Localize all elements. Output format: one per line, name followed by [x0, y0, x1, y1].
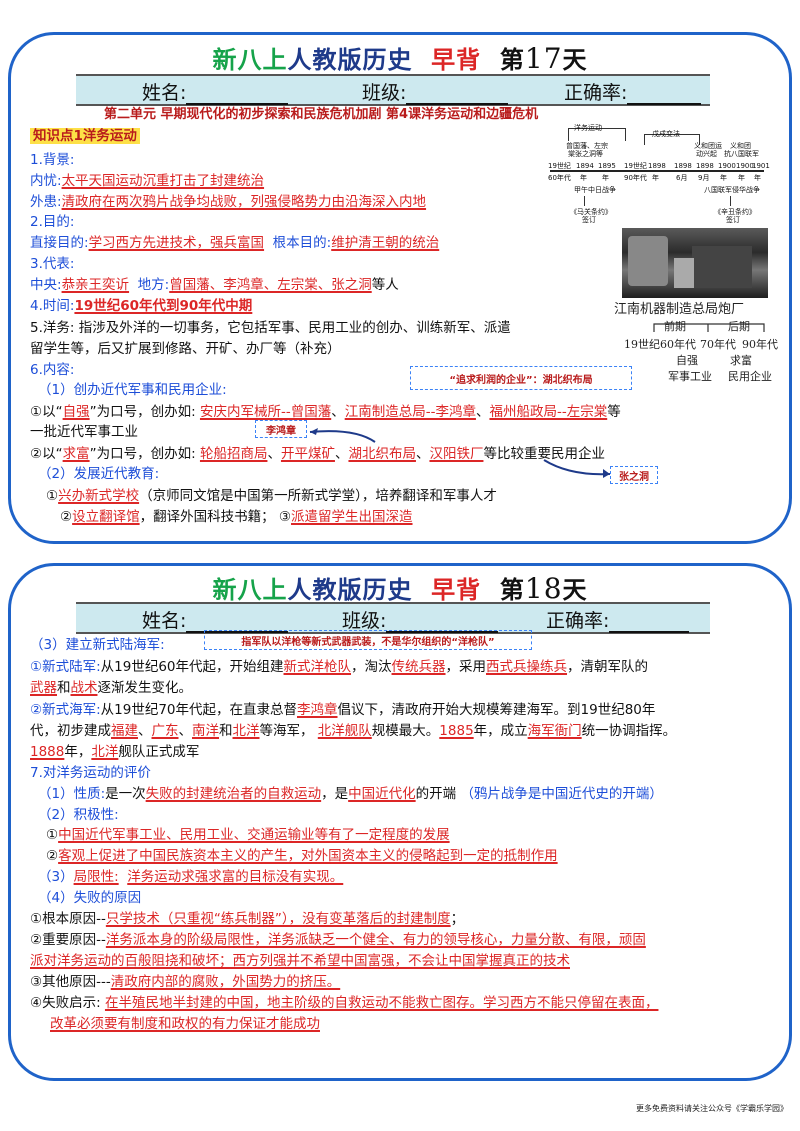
period-bracket	[653, 323, 765, 332]
self-strengthening-line: ①以“自强”为口号，创办如: 安庆内军械所--曾国藩、江南制造总局--李鸿章、福…	[30, 404, 621, 420]
failure-heading: （4）失败的原因	[38, 890, 142, 906]
arrow-zhang-zhidong	[543, 459, 611, 478]
inner-worry-line: 内忧:太平天国运动沉重打击了封建统治	[30, 173, 265, 189]
positive-line-1: ①中国近代军事工业、民用工业、交通运输业等有了一定程度的发展	[46, 827, 450, 843]
photo-caption: 江南机器制造总局炮厂	[614, 302, 745, 317]
yangwu-definition: 5.洋务: 指涉及外洋的一切事务，它包括军事、民用工业的创办、训练新军、派遣	[30, 320, 511, 336]
note-zhang-zhidong: 张之洞	[610, 466, 658, 484]
class-field[interactable]	[406, 83, 509, 105]
time-line: 4.时间:19世纪60年代到90年代中期	[30, 298, 253, 314]
content-heading: 6.内容:	[30, 362, 75, 378]
new-army-line-cont: 武器和战术逐渐发生变化。	[30, 680, 192, 696]
military-industry-line: 一批近代军事工业	[30, 424, 138, 440]
purpose-line: 直接目的:学习西方先进技术，强兵富国 根本目的:维护清王朝的统治	[30, 235, 440, 251]
other-cause-line: ③其他原因---清政府内部的腐败，外国势力的挤压。	[30, 974, 341, 990]
important-cause-line-cont: 派对洋务运动的百般阻挠和破坏；西方列强并不希望中国富强，不会让中国掌握真正的技术	[30, 953, 570, 969]
enterprises-heading: （1）创办近代军事和民用企业:	[38, 382, 227, 398]
limitation-line: （3）局限性: 洋务运动求强求富的目标没有实现。	[38, 869, 344, 885]
note-new-army: 指军队以洋枪等新式武器武装，不是华尔组织的“洋枪队”	[204, 630, 532, 650]
seeking-wealth-line: ②以“求富”为口号，创办如: 轮船招商局、开平煤矿、湖北织布局、汉阳铁厂等比较重…	[30, 446, 605, 462]
day18-card	[8, 563, 792, 1081]
new-navy-line: ②新式海军:从19世纪70年代起，在直隶总督李鸿章倡议下，清政府开始大规模筹建海…	[30, 702, 656, 718]
day18-title: 新八上人教版历史 早背 第18天	[212, 572, 588, 605]
navy-formed-line: 1888年，北洋舰队正式成军	[30, 744, 200, 760]
purpose-heading: 2.目的:	[30, 214, 75, 230]
name-field[interactable]	[186, 83, 289, 105]
name-bar-2: 姓名: 班级: 正确率:	[76, 602, 710, 634]
yangwu-definition-cont: 留学生等，后又扩展到修路、开矿、办厂等（补充）	[30, 341, 341, 357]
day17-title: 新八上人教版历史 早背 第17天	[212, 42, 588, 75]
arrow-li-hongzhang	[309, 428, 376, 443]
representatives-heading: 3.代表:	[30, 256, 75, 272]
positive-line-2: ②客观上促进了中国民族资本主义的产生，对外国资本主义的侵略起到一定的抵制作用	[46, 848, 558, 864]
army-navy-heading: （3）建立新式陆海军:	[30, 637, 165, 653]
representatives-line: 中央:恭亲王奕䜣 地方:曾国藩、李鸿章、左宗棠、张之洞等人	[30, 277, 399, 293]
new-navy-line-cont: 代，初步建成福建、广东、南洋和北洋等海军， 北洋舰队规模最大。1885年，成立海…	[30, 723, 677, 739]
arsenal-photo	[622, 228, 768, 298]
translation-line: ②设立翻译馆，翻译外国科技书籍； ③派遣留学生出国深造	[60, 509, 413, 525]
day17-card	[8, 32, 792, 544]
note-li-hongzhang: 李鸿章	[255, 420, 307, 438]
lesson-line-cont: 改革必须要有制度和政权的有力保证才能成功	[50, 1016, 320, 1032]
root-cause-line: ①根本原因--只学技术（只重视“练兵制器”），没有变革落后的封建制度；	[30, 911, 465, 927]
positive-heading: （2）积极性:	[38, 807, 119, 823]
new-army-line: ①新式陆军:从19世纪60年代起，开始组建新式洋枪队，淘汰传统兵器，采用西式兵操…	[30, 659, 649, 675]
footer-note: 更多免费资料请关注公众号《学霸乐学园》	[636, 1104, 788, 1113]
knowledge-point-heading: 知识点1洋务运动	[30, 127, 140, 145]
note-profit-enterprise: “追求利润的企业”：湖北织布局	[410, 366, 632, 390]
unit-heading: 第二单元 早期现代化的初步探索和民族危机加剧 第4课洋务运动和边疆危机	[104, 107, 539, 122]
lesson-line: ④失败启示: 在半殖民地半封建的中国，地主阶级的自救运动不能救亡图存。学习西方不…	[30, 995, 659, 1011]
score-field[interactable]	[627, 83, 702, 105]
new-schools-line: ①兴办新式学校（京师同文馆是中国第一所新式学堂），培养翻译和军事人才	[46, 488, 497, 504]
class-field-2[interactable]	[386, 611, 499, 633]
outer-threat-line: 外患:清政府在两次鸦片战争均战败，列强侵略势力由沿海深入内地	[30, 194, 427, 210]
important-cause-line: ②重要原因--洋务派本身的阶级局限性，洋务派缺乏一个健全、有力的领导核心，力量分…	[30, 932, 646, 948]
score-field-2[interactable]	[609, 611, 690, 633]
name-field-2[interactable]	[186, 611, 289, 633]
education-heading: （2）发展近代教育:	[38, 466, 160, 482]
timeline-figure: 洋务运动 戊戌变法 曾国藩、左宗 棠张之洞等 义和团运 动兴起 义和团 抗八国联…	[548, 124, 770, 224]
name-bar: 姓名: 班级: 正确率:	[76, 74, 710, 106]
evaluation-heading: 7.对洋务运动的评价	[30, 765, 151, 781]
background-heading: 1.背景:	[30, 152, 75, 168]
nature-line: （1）性质:是一次失败的封建统治者的自救运动，是中国近代化的开端 （鸦片战争是中…	[38, 786, 663, 802]
